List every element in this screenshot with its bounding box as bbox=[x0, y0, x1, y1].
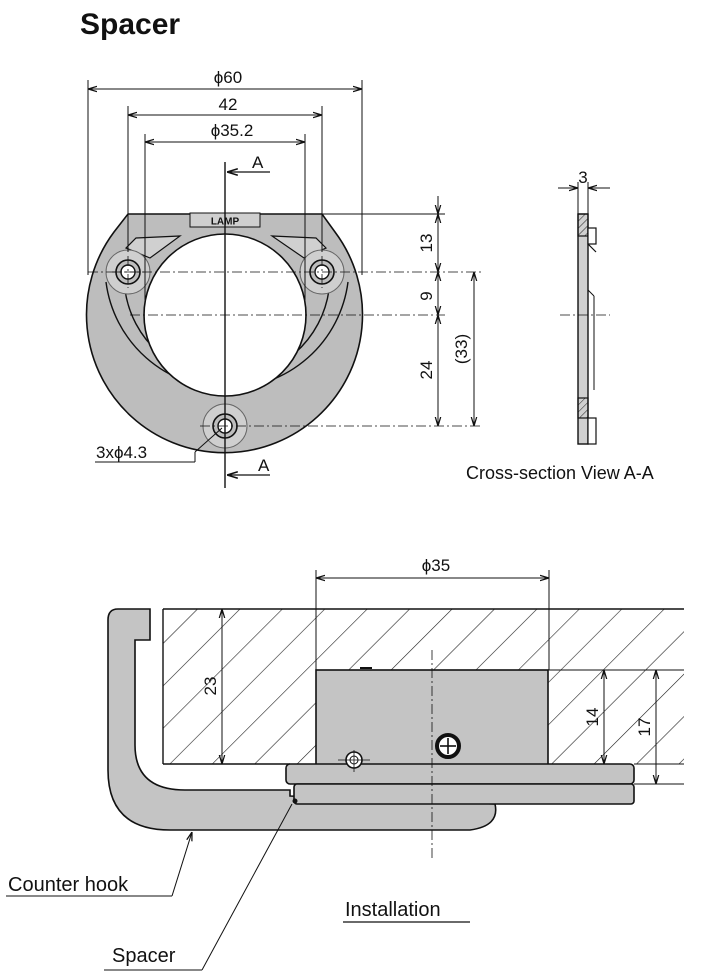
counter-hook-label: Counter hook bbox=[8, 874, 129, 896]
cross-section-view: 3 Cross-section View A-A bbox=[466, 168, 654, 483]
dim-hole-pitch: 42 bbox=[219, 95, 238, 114]
left-recess bbox=[124, 235, 182, 259]
dim-thickness: 3 bbox=[578, 168, 587, 187]
dim-depth-23: 23 bbox=[201, 677, 220, 696]
top-view-dimensions bbox=[87, 80, 474, 463]
center-lines bbox=[88, 256, 482, 427]
installation-view bbox=[107, 608, 684, 860]
cross-section-label: Cross-section View A-A bbox=[466, 463, 654, 483]
dim-install-dia: ϕ35 bbox=[422, 556, 450, 575]
installation-dimensions bbox=[6, 570, 656, 971]
dim-lower-height: 24 bbox=[417, 361, 436, 380]
spacer-leader-dot bbox=[292, 798, 298, 804]
installation-labels: ϕ35 23 14 17 Counter hook Installation S… bbox=[8, 556, 654, 967]
dim-inner-dia: ϕ35.2 bbox=[211, 121, 254, 140]
dim-top-height: 13 bbox=[417, 234, 436, 253]
spacer-top-view: LAMP A A bbox=[85, 153, 482, 488]
dim-outer-dia: ϕ60 bbox=[214, 68, 242, 87]
dim-holes: 3xϕ4.3 bbox=[96, 443, 147, 462]
spacer-plate-upper bbox=[285, 763, 635, 785]
page-title: Spacer bbox=[80, 8, 181, 41]
dim-mid-height: 9 bbox=[417, 291, 436, 300]
dim-depth-17: 17 bbox=[635, 718, 654, 737]
spacer-label: Spacer bbox=[112, 945, 176, 967]
section-label-bottom: A bbox=[258, 456, 270, 475]
installation-label: Installation bbox=[345, 899, 441, 921]
dim-depth-14: 14 bbox=[583, 708, 602, 727]
counter-hook bbox=[107, 608, 497, 831]
top-view-dimension-labels: ϕ60 42 ϕ35.2 13 9 24 (33) 3xϕ4.3 bbox=[96, 68, 471, 462]
dim-ref-height: (33) bbox=[452, 334, 471, 364]
section-label-top: A bbox=[252, 153, 264, 172]
spacer-plate-lower bbox=[293, 783, 635, 805]
